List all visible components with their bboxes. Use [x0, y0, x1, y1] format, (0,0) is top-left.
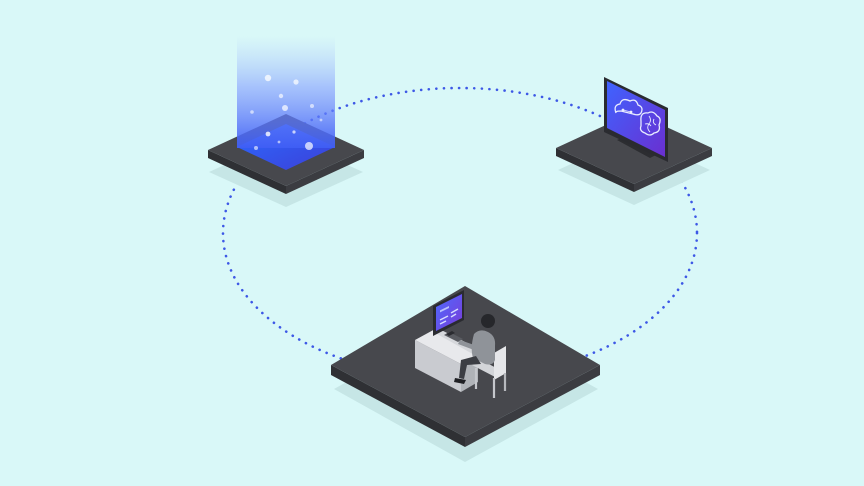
data-source-platform [208, 36, 364, 207]
glowing-data-portal-icon [237, 36, 335, 170]
person-at-desk-computer-icon [415, 290, 507, 398]
ai-model-platform [556, 77, 712, 205]
workstation-platform [331, 286, 600, 462]
monitor-cloud-brain-icon [604, 77, 668, 162]
